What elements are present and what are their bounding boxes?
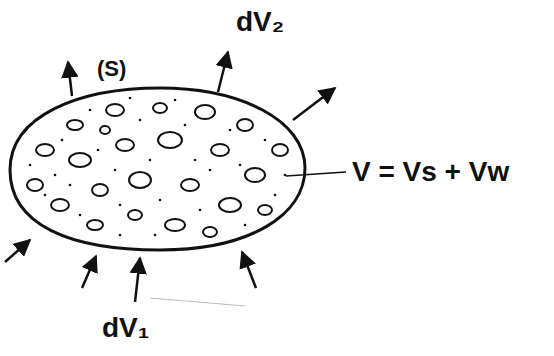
surface-label: (S) [97,58,126,80]
label-text: V = Vs + Vw [352,156,509,187]
label-text: dV₁ [102,312,149,343]
stipple [29,97,287,237]
label-text: dV₂ [236,6,284,37]
volume-equation: V = Vs + Vw [352,158,509,186]
leader-line [286,172,346,176]
flux-arrows [5,52,335,302]
flux-label: dV₁ [102,314,149,342]
pores [27,103,288,237]
flux-label: dV₂ [236,8,284,36]
faint-stroke [150,298,245,306]
label-text: (S) [97,56,126,81]
body-outline [10,88,305,250]
